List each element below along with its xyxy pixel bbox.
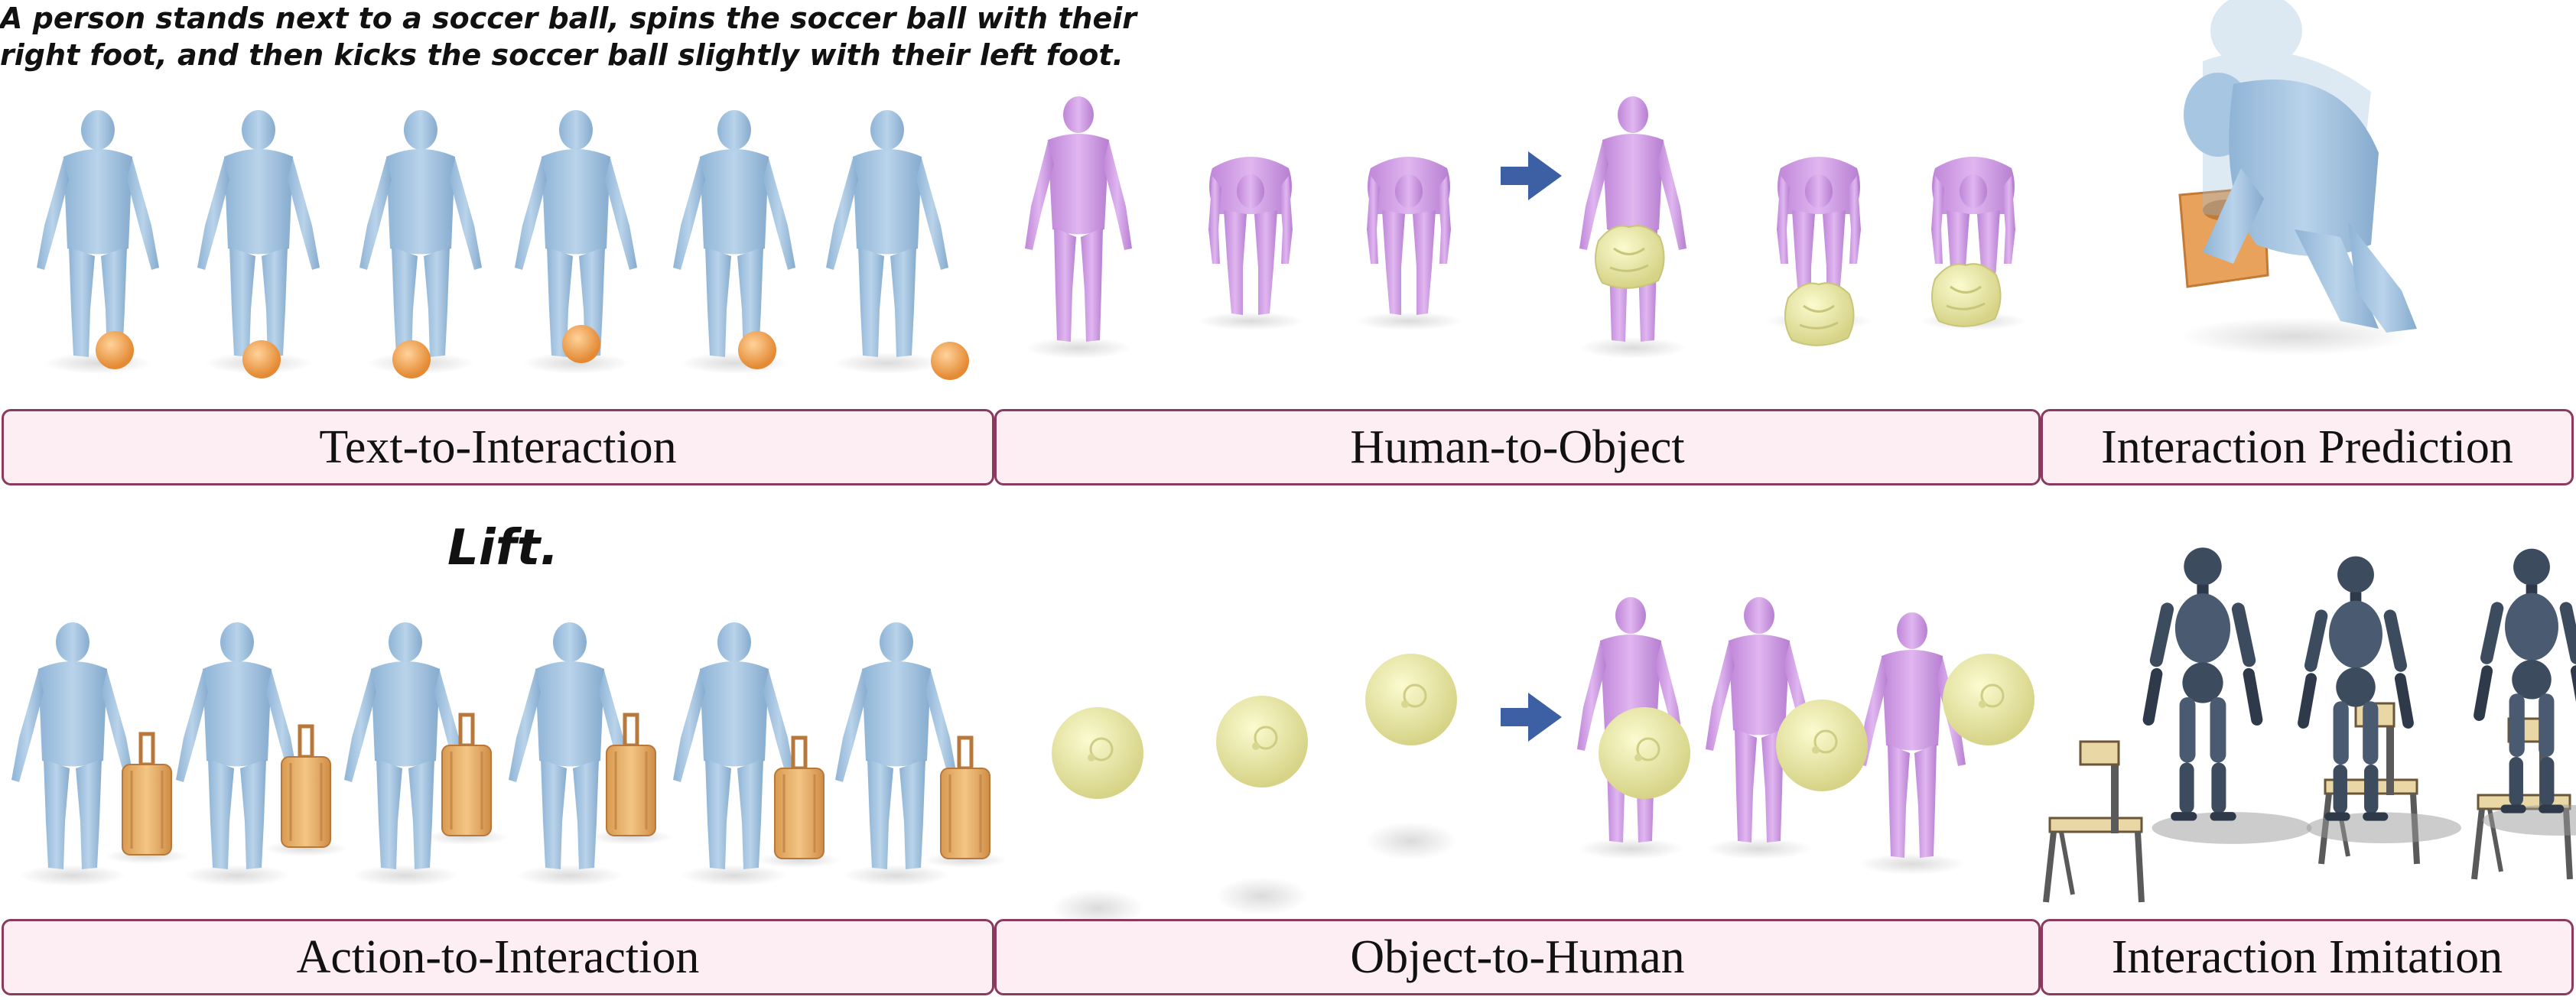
label-text: Object-to-Human — [1350, 930, 1685, 983]
label-text-to-interaction: Text-to-Interaction — [2, 409, 994, 485]
soccer-ball — [738, 331, 776, 369]
soccer-ball — [392, 340, 431, 378]
soccer-ball — [931, 342, 969, 380]
label-interaction-prediction: Interaction Prediction — [2041, 409, 2574, 485]
label-text: Interaction Imitation — [2111, 930, 2503, 983]
soccer-ball — [562, 325, 600, 363]
text-to-interaction-figures — [37, 110, 969, 380]
label-text: Human-to-Object — [1350, 420, 1685, 473]
interaction-prediction-figures — [2178, 0, 2417, 356]
action-to-interaction-figures — [11, 622, 1007, 886]
object-to-human-figures — [1050, 597, 2036, 927]
soccer-ball — [242, 340, 281, 378]
human-to-object-figures — [1025, 96, 2027, 359]
prompt-text-line-1: A person stands next to a soccer ball, s… — [0, 2, 1137, 35]
label-action-to-interaction: Action-to-Interaction — [2, 919, 994, 995]
label-object-to-human: Object-to-Human — [994, 919, 2041, 995]
prompt-text-line-2: right foot, and then kicks the soccer ba… — [0, 38, 1124, 72]
label-text: Action-to-Interaction — [296, 930, 700, 983]
label-human-to-object: Human-to-Object — [994, 409, 2041, 485]
prompt-action-lift: Lift. — [447, 520, 559, 576]
label-interaction-imitation: Interaction Imitation — [2041, 919, 2574, 995]
soccer-ball — [96, 331, 134, 369]
label-text: Text-to-Interaction — [319, 420, 677, 473]
right-arrow-icon — [1501, 693, 1562, 742]
right-arrow-icon — [1501, 151, 1562, 200]
label-text: Interaction Prediction — [2101, 420, 2513, 473]
interaction-imitation-figures — [2046, 547, 2576, 902]
